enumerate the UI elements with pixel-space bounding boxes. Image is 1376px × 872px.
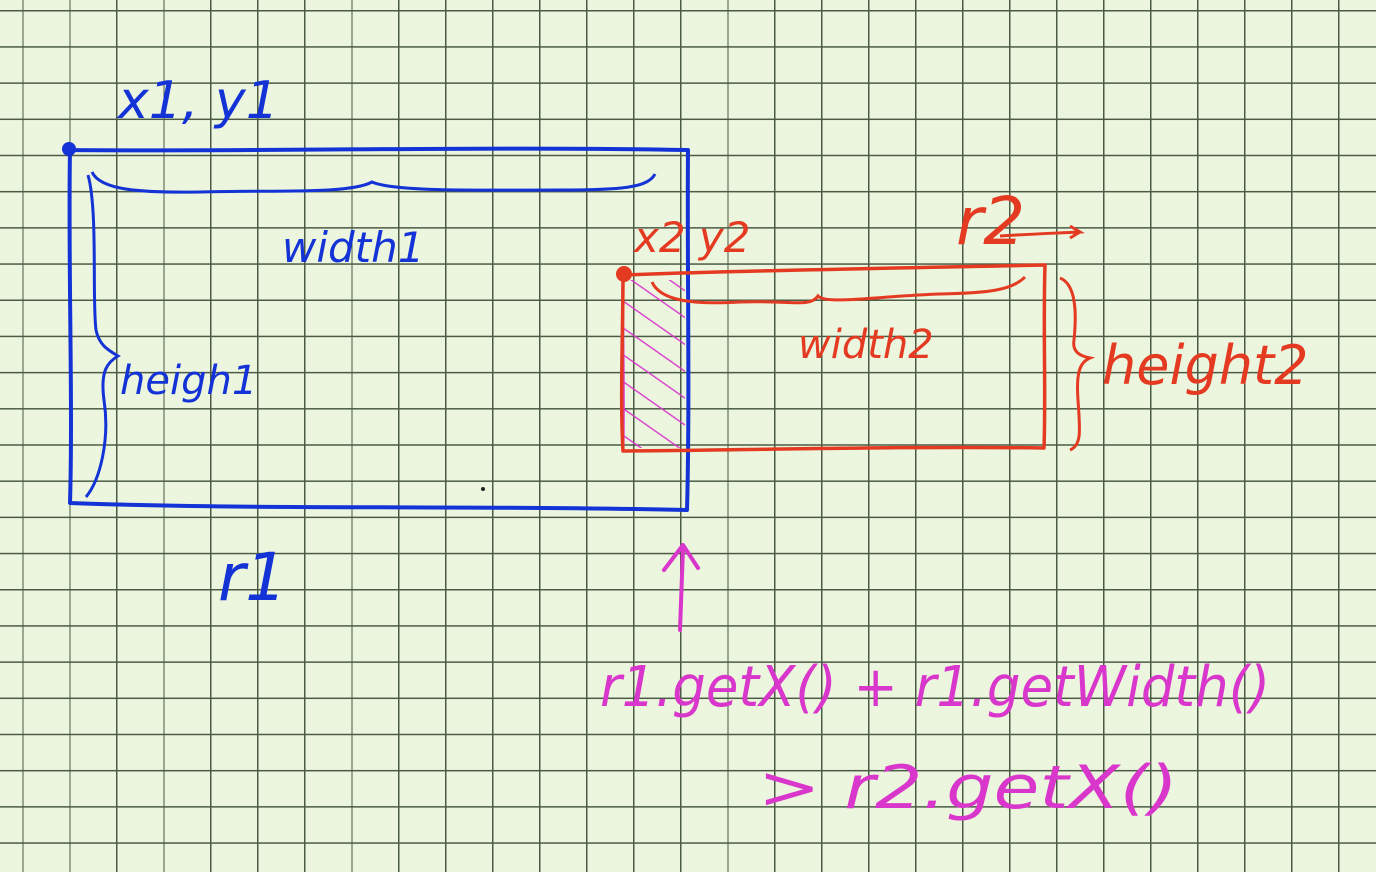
height2-brace [1059,276,1096,452]
rectangle-r1 [62,142,691,512]
edge-arrow [662,543,700,632]
r1-width-label: width1 [282,223,425,272]
corner-point-r2 [616,266,632,282]
width1-brace [90,171,657,194]
overlap-region [621,280,685,449]
rectangle-r2 [616,224,1096,453]
r2-height-label: height2 [1102,334,1308,397]
stray-dot [481,487,485,491]
r2-underline [999,224,1086,240]
width2-brace [650,275,1027,305]
corner-point-r1 [62,142,76,156]
condition-line-1: r1.getX() + r1.getWidth() [600,655,1270,720]
height1-brace [84,174,121,498]
r2-corner-label: x2 y2 [632,213,751,262]
r1-corner-label: x1, y1 [116,71,279,131]
r2-name-label: r2 [956,183,1025,260]
condition-line-2: > r2.getX() [758,753,1178,823]
r1-name-label: r1 [218,539,287,616]
r1-height-label: heigh1 [120,358,257,404]
r2-width-label: width2 [798,322,934,368]
